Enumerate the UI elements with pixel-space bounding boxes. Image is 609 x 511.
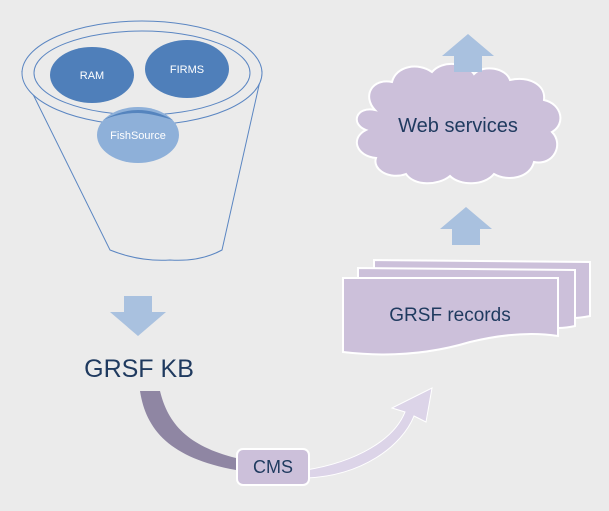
- web-services-label: Web services: [398, 115, 518, 137]
- records-label: GRSF records: [389, 305, 510, 326]
- source-blob-fishsource: [97, 107, 179, 163]
- web-services-cloud: [355, 63, 562, 185]
- funnel-body: [21, 71, 263, 261]
- top-up-arrow-icon: [442, 34, 494, 72]
- cms-box: [236, 448, 310, 486]
- cms-curved-arrow-head-shaft: [305, 387, 433, 479]
- record-page-front: [342, 277, 559, 356]
- source-label-fishsource: FishSource: [110, 130, 166, 142]
- source-blob-firms: [145, 40, 229, 98]
- source-blob-fishsource-overlap: [103, 110, 173, 120]
- knowledge-base-label: GRSF KB: [84, 355, 194, 383]
- source-blob-ram: [50, 47, 134, 103]
- up-arrow-icon: [440, 207, 492, 245]
- funnel: RAM FIRMS FishSource: [21, 20, 263, 261]
- cms-label: CMS: [253, 457, 293, 477]
- down-arrow-icon: [110, 296, 166, 336]
- source-label-ram: RAM: [80, 70, 104, 82]
- cms-curved-arrow-icon: [140, 391, 236, 470]
- source-label-firms: FIRMS: [170, 64, 204, 76]
- records-stack: GRSF records: [342, 258, 591, 356]
